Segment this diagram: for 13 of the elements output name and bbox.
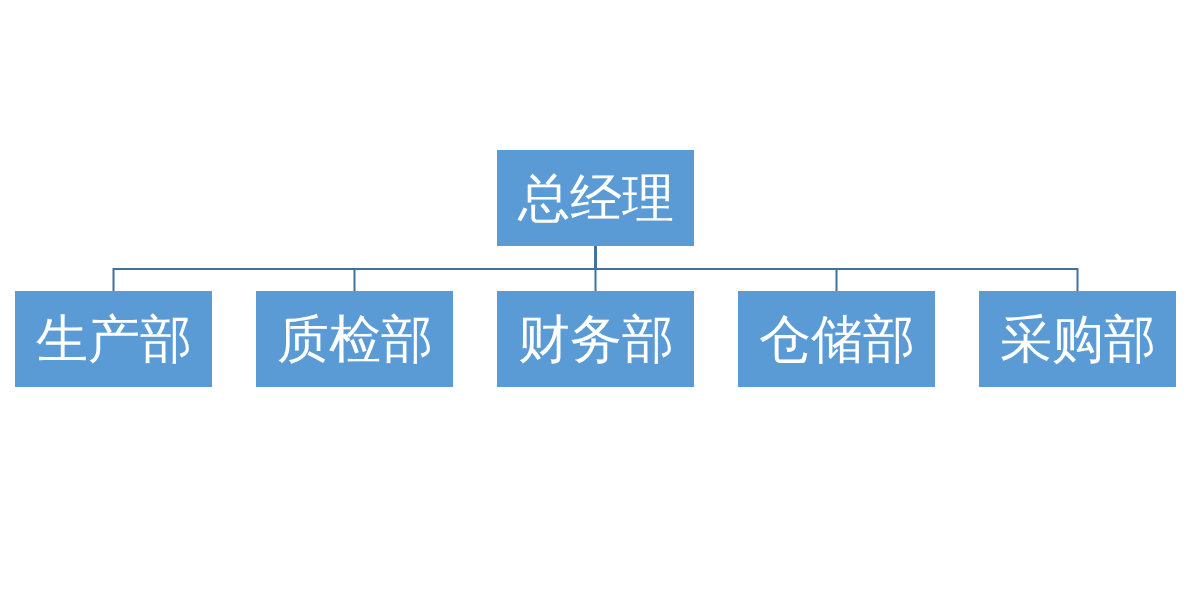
department-label: 仓储部 (758, 313, 915, 365)
department-label: 采购部 (999, 313, 1156, 365)
connector-line (594, 245, 1079, 292)
department-label: 总经理 (517, 172, 674, 224)
department-label: 质检部 (276, 313, 433, 365)
department-label: 生产部 (35, 313, 192, 365)
department-label: 财务部 (517, 313, 674, 365)
org-box (979, 291, 1176, 387)
org-box (497, 150, 694, 246)
org-box (497, 291, 694, 387)
org-box (738, 291, 935, 387)
org-box (256, 291, 453, 387)
org-box (15, 291, 212, 387)
